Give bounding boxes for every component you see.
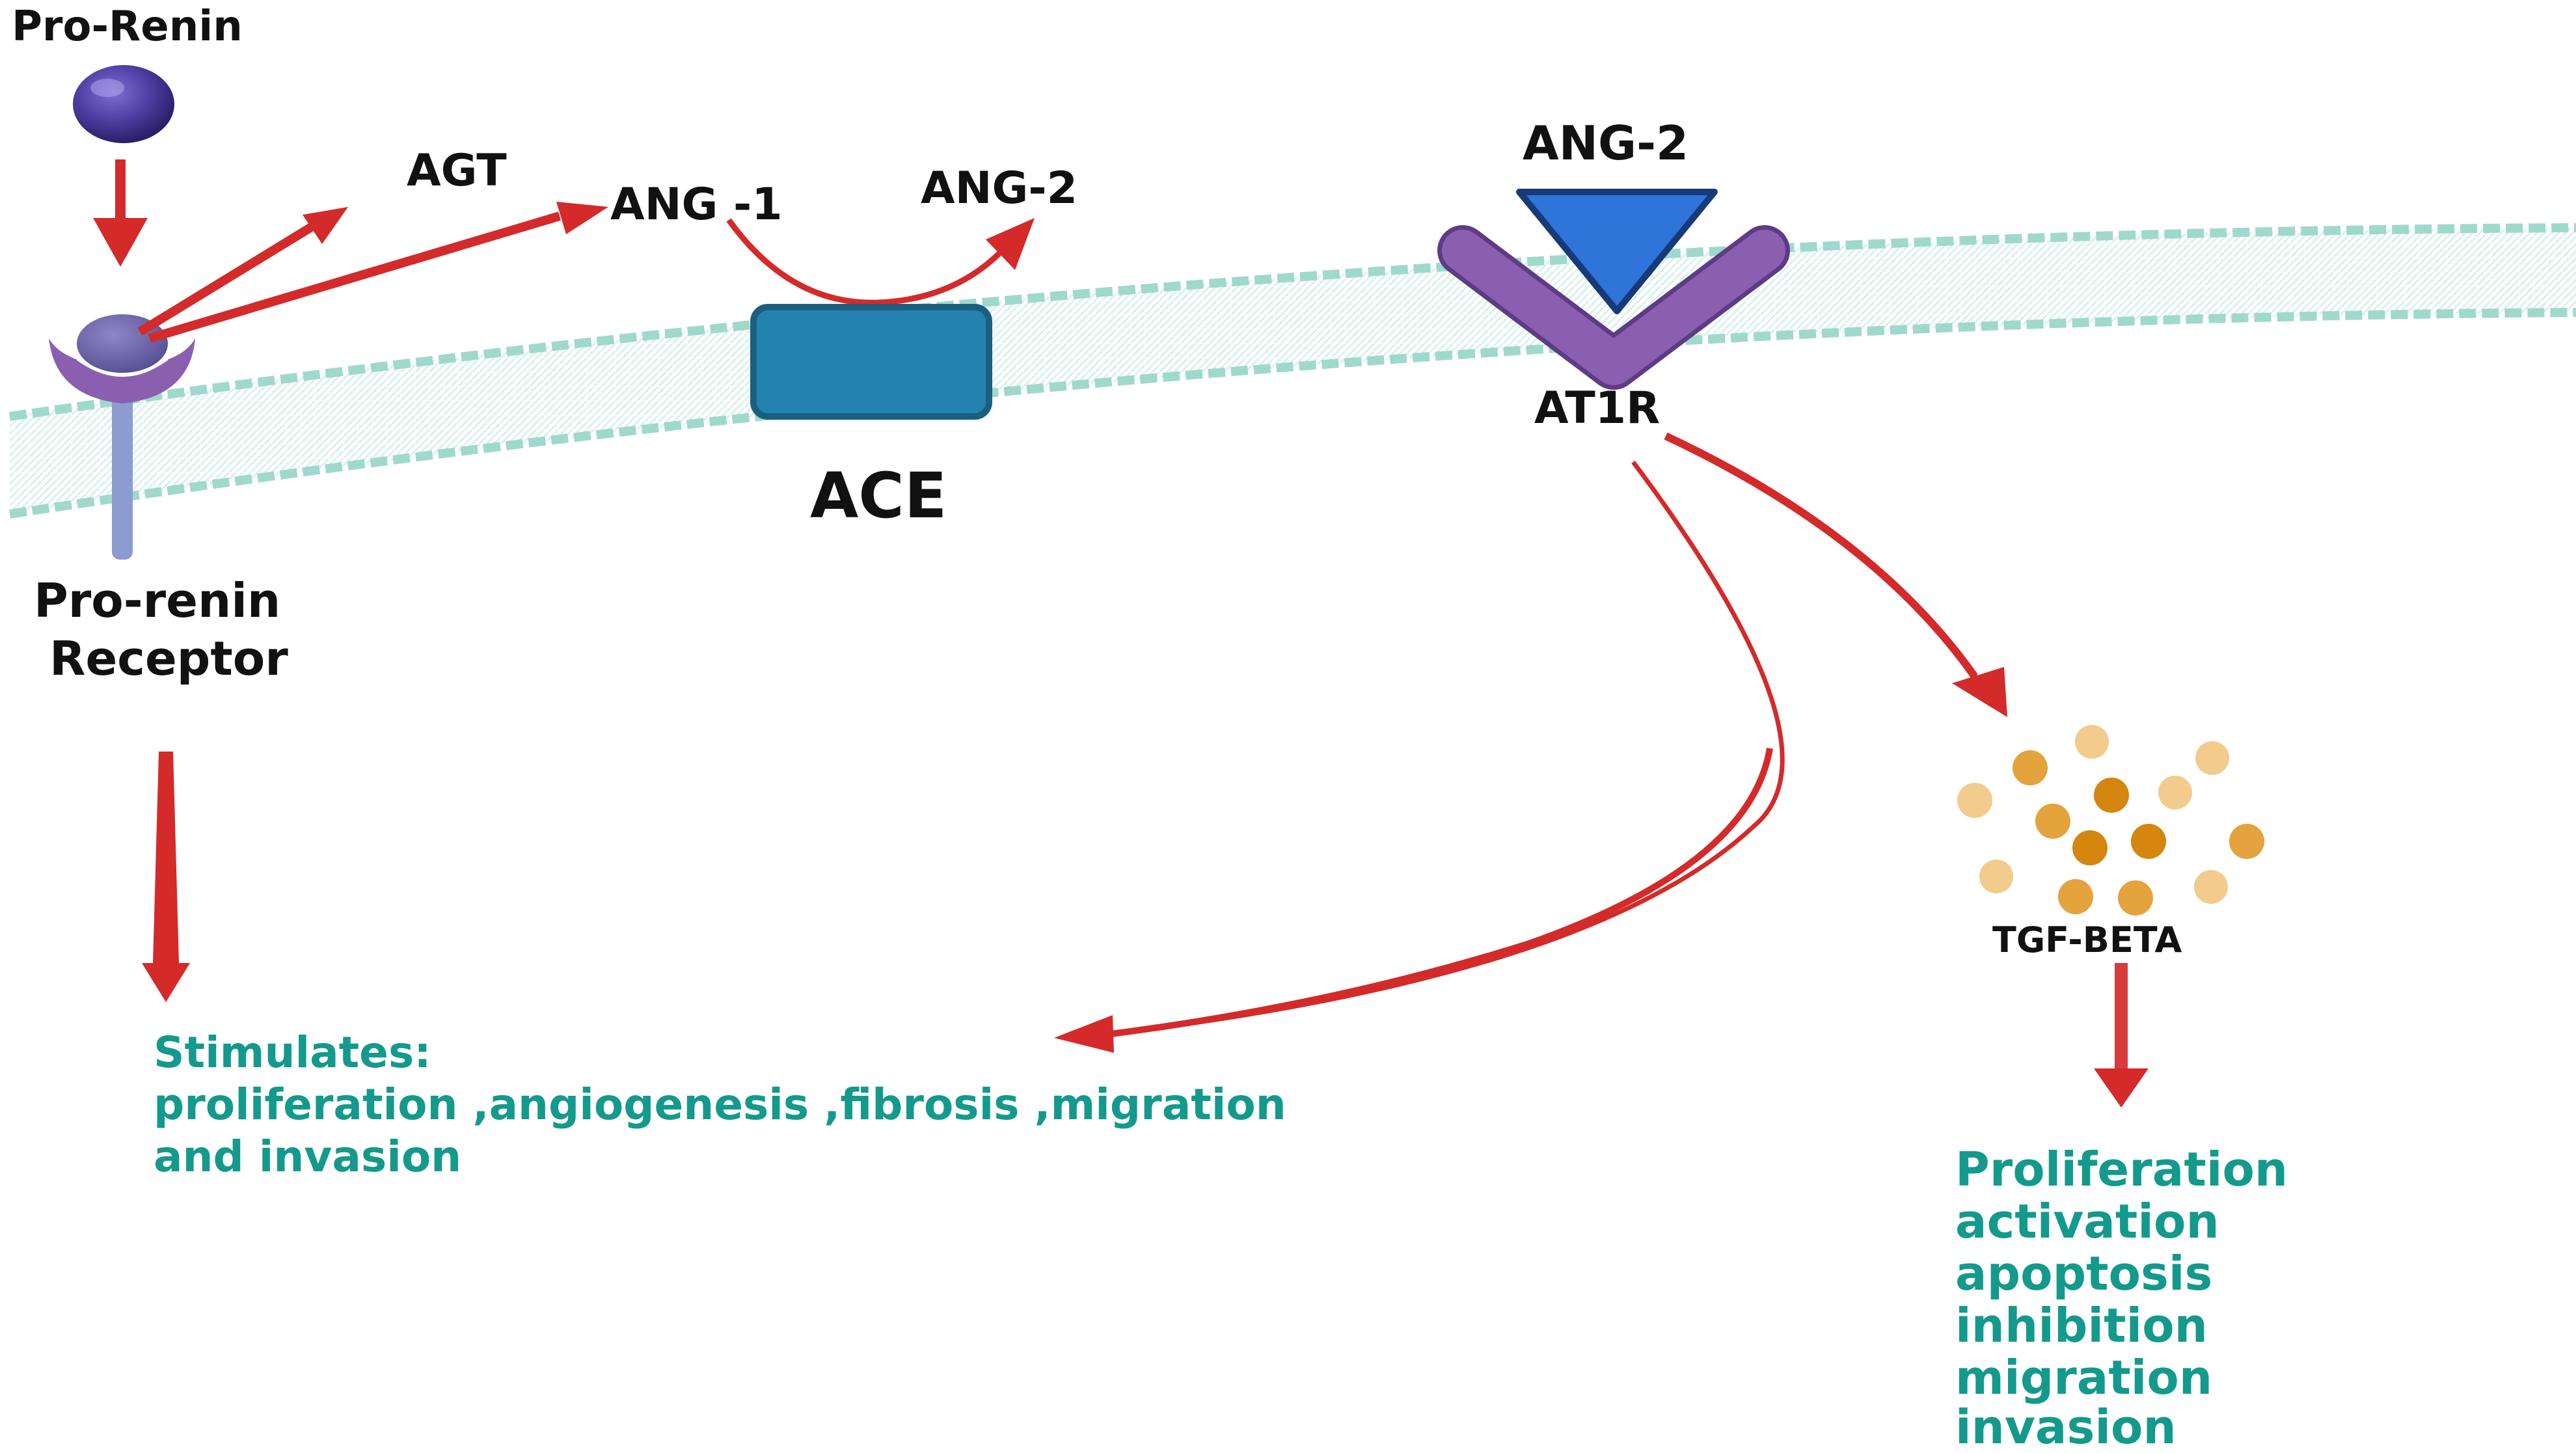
at1r-receptor <box>1442 230 1785 385</box>
pro-renin-label: Pro-Renin <box>12 3 243 51</box>
ang2-ligand-triangle <box>1516 189 1718 314</box>
ace-label: ACE <box>810 459 947 532</box>
right-effects-text: Proliferation activation apoptosis inhib… <box>1955 1142 2288 1453</box>
right-effects-line: invasion <box>1955 1400 2176 1453</box>
right-effects-line: activation <box>1955 1194 2219 1249</box>
right-effects-line: migration <box>1955 1350 2212 1405</box>
ace-enzyme <box>750 304 992 420</box>
arrow-ang1-to-ang2 <box>726 218 1035 306</box>
receptor-label-line1: Pro-renin <box>34 573 280 628</box>
ang2-product-label: ANG-2 <box>921 163 1078 214</box>
left-effects-text: Stimulates: proliferation ,angiogenesis … <box>154 1027 1286 1182</box>
tgf-beta-label: TGF-BETA <box>1992 919 2182 960</box>
ang1-label: ANG -1 <box>610 179 783 230</box>
arrow-pro-renin-to-receptor <box>93 159 148 267</box>
cell-membrane <box>8 223 2576 519</box>
at1r-label: AT1R <box>1534 383 1660 434</box>
left-effects-line: proliferation ,angiogenesis ,fibrosis ,m… <box>154 1080 1286 1130</box>
right-effects-line: inhibition <box>1955 1298 2208 1353</box>
left-effects-line: Stimulates: <box>154 1027 431 1078</box>
right-effects-line: apoptosis <box>1955 1246 2212 1301</box>
pro-renin-molecule <box>73 65 174 143</box>
receptor-label-line2: Receptor <box>49 631 288 686</box>
right-effects-line: Proliferation <box>1955 1142 2288 1197</box>
left-effects-line: and invasion <box>154 1132 461 1182</box>
arrow-receptor-to-effects <box>142 752 190 1002</box>
arrow-at1r-to-tgf <box>1664 432 2007 717</box>
agt-label: AGT <box>407 145 507 197</box>
ang2-ligand-label: ANG-2 <box>1523 116 1688 170</box>
tgf-beta-molecules <box>1957 725 2264 916</box>
arrow-to-ang1 <box>148 202 608 343</box>
arrow-at1r-to-effects <box>1054 460 1785 1053</box>
arrow-tgf-to-effects <box>2094 963 2149 1107</box>
arrow-to-agt <box>137 207 348 336</box>
